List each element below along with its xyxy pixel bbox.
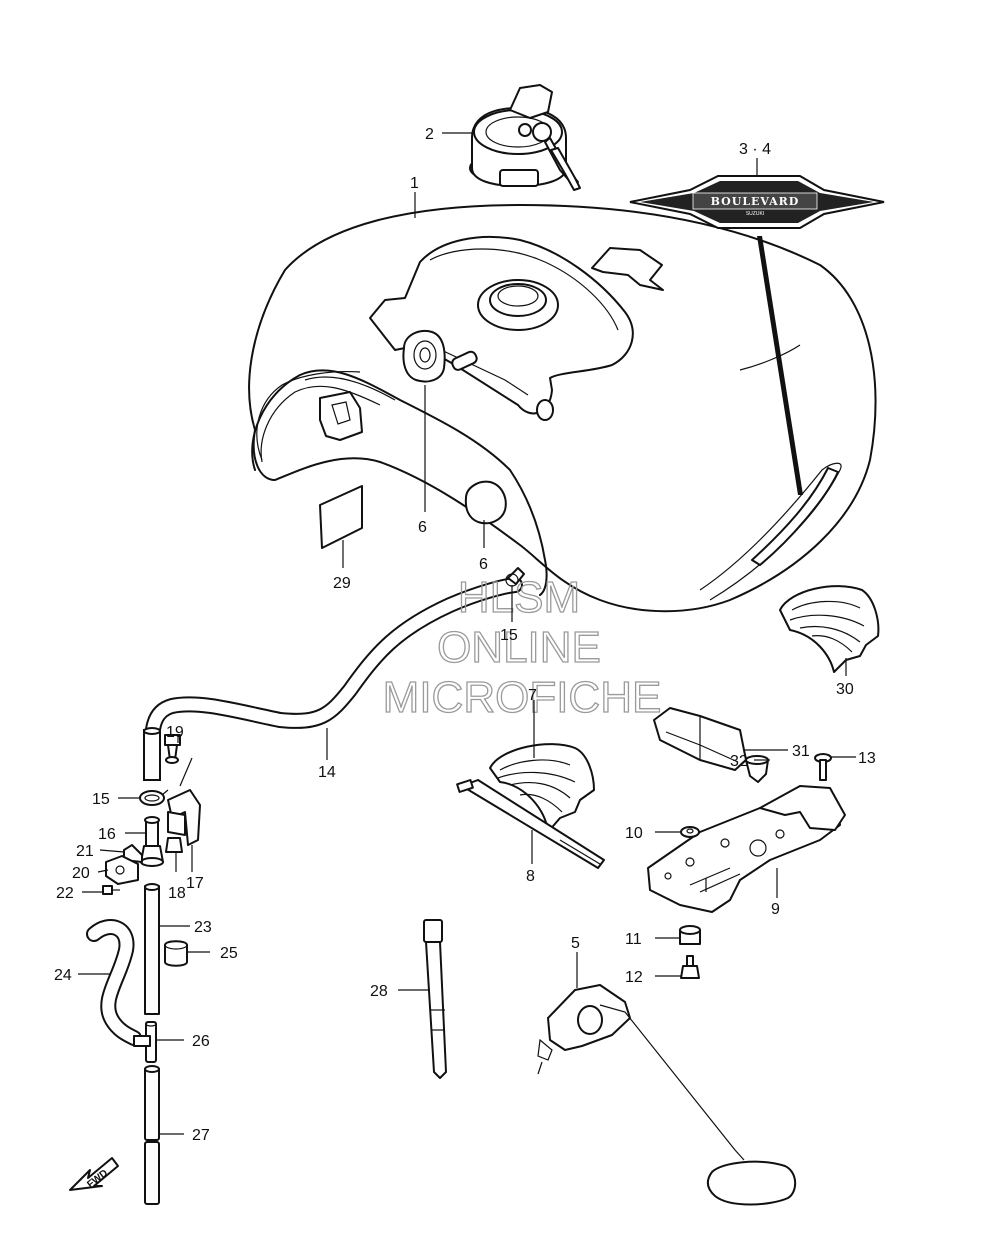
- washer-part-10[interactable]: [680, 826, 700, 838]
- callout-20: 20: [72, 865, 90, 882]
- label-part-29[interactable]: [319, 485, 363, 549]
- callout-8: 8: [526, 868, 535, 885]
- callout-11: 11: [625, 931, 642, 948]
- callout-22: 22: [56, 885, 74, 902]
- callout-6b: 6: [479, 556, 488, 573]
- callout-1: 1: [410, 175, 419, 192]
- emblem-badge-part-3-4[interactable]: BOULEVARD SUZUKI: [629, 175, 885, 229]
- callout-17: 17: [186, 875, 204, 892]
- callout-12: 12: [625, 969, 643, 986]
- tee-joint-part-26[interactable]: [133, 1021, 157, 1063]
- screw-part-22[interactable]: [102, 885, 120, 895]
- callout-15-left: 15: [92, 791, 110, 808]
- callout-6a: 6: [418, 519, 427, 536]
- callout-32: 32: [730, 753, 748, 770]
- callout-29: 29: [333, 575, 351, 592]
- callout-16: 16: [98, 826, 116, 843]
- bracket-part-20[interactable]: [105, 855, 139, 885]
- callout-2: 2: [425, 126, 434, 143]
- callout-3-4: 3 · 4: [739, 141, 771, 158]
- watermark-line-2: ONLINE: [437, 623, 601, 672]
- leader-lines: [78, 132, 856, 1135]
- clamp-part-18[interactable]: [165, 837, 183, 853]
- grommet-part-11[interactable]: [679, 925, 701, 945]
- hose-part-23[interactable]: [144, 885, 160, 1015]
- rubber-mount-part-6a[interactable]: [402, 329, 446, 383]
- callout-25: 25: [220, 945, 238, 962]
- bolt-part-19[interactable]: [164, 734, 181, 764]
- callout-numbers: 1 2 3 · 4 5 6 6 7 8 9 10 11 12 13 14 15 …: [54, 126, 876, 1144]
- callout-15-top: 15: [500, 627, 518, 644]
- cushion-part-30[interactable]: [779, 585, 880, 673]
- breather-hose-part-14[interactable]: [143, 577, 523, 781]
- callout-5: 5: [571, 935, 580, 952]
- fuel-tank-part-1[interactable]: [248, 204, 877, 613]
- callout-19: 19: [166, 724, 184, 741]
- callout-18: 18: [168, 885, 186, 902]
- bracket-part-17[interactable]: [167, 757, 201, 846]
- callout-30: 30: [836, 681, 854, 698]
- callout-28: 28: [370, 983, 388, 1000]
- callout-24: 24: [54, 967, 72, 984]
- callout-26: 26: [192, 1033, 210, 1050]
- ring-part-25[interactable]: [164, 940, 188, 967]
- watermark: HLSM ONLINE MICROFICHE: [382, 572, 662, 722]
- cushion-part-7[interactable]: [489, 743, 595, 833]
- fwd-arrow-icon: FWD: [69, 1157, 119, 1191]
- callout-14: 14: [318, 764, 336, 781]
- callout-13: 13: [858, 750, 876, 767]
- strap-part-28[interactable]: [423, 919, 447, 1079]
- bolt-part-12[interactable]: [680, 955, 700, 979]
- valve-part-16[interactable]: [140, 816, 164, 867]
- badge-text: BOULEVARD: [711, 195, 800, 208]
- callout-21: 21: [76, 843, 94, 860]
- callout-23: 23: [194, 919, 212, 936]
- fuel-cap-part-2[interactable]: [469, 84, 581, 191]
- hose-part-27[interactable]: [144, 1065, 160, 1205]
- badge-pointer-line: [757, 236, 803, 495]
- fuel-sender-part-5[interactable]: [537, 984, 797, 1206]
- callout-7: 7: [528, 687, 537, 704]
- cable-tie-part-8[interactable]: [456, 779, 605, 869]
- watermark-line-3: MICROFICHE: [383, 673, 662, 722]
- hose-clip-part-15a[interactable]: [139, 789, 169, 806]
- mounting-plate-part-9[interactable]: [647, 785, 846, 913]
- watermark-line-1: HLSM: [458, 573, 580, 622]
- bent-hose-part-24[interactable]: [86, 919, 142, 1046]
- badge-subtext: SUZUKI: [746, 211, 764, 217]
- callout-9: 9: [771, 901, 780, 918]
- callout-31: 31: [792, 743, 810, 760]
- screw-part-13[interactable]: [814, 753, 832, 781]
- rubber-mount-part-6b[interactable]: [464, 480, 507, 525]
- callout-27: 27: [192, 1127, 210, 1144]
- callout-10: 10: [625, 825, 643, 842]
